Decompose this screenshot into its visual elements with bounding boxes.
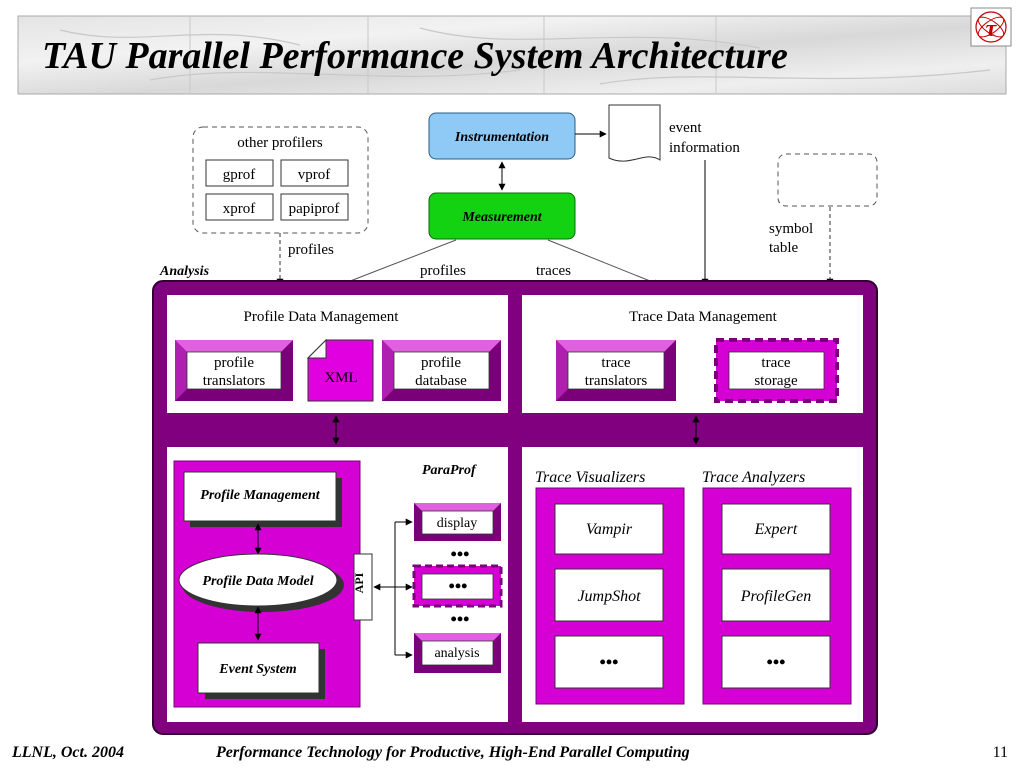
profile-data-management-panel: Profile Data Management profile translat… [167, 295, 508, 413]
traces-arrow [547, 239, 661, 286]
event-system-label: Event System [218, 662, 296, 677]
api-label: API [352, 572, 366, 593]
trace-analyzers-title: Trace Analyzers [702, 469, 805, 486]
vprof-label: vprof [298, 167, 331, 183]
visualizers-dots: ••• [600, 652, 619, 672]
gprof-label: gprof [223, 167, 256, 183]
dots-1: ••• [451, 544, 470, 564]
tau-logo: τ [970, 7, 1012, 47]
trace-translators-l2: translators [585, 373, 648, 389]
trace-dm-title: Trace Data Management [629, 309, 778, 325]
paraprof-panel: ParaProf Profile Management Profile Data… [167, 447, 508, 722]
trace-storage-l2: storage [754, 373, 798, 389]
xml-label: XML [324, 370, 357, 386]
analyzers-dots: ••• [767, 652, 786, 672]
event-label-2: information [669, 140, 740, 156]
profile-dm-title: Profile Data Management [244, 309, 400, 325]
expert-label: Expert [754, 521, 798, 538]
footer-center: Performance Technology for Productive, H… [215, 744, 690, 761]
profile-management-label: Profile Management [200, 488, 320, 503]
trace-translators-l1: trace [601, 355, 630, 371]
xprof-label: xprof [223, 201, 256, 217]
instrumentation-label: Instrumentation [454, 130, 549, 145]
slide-title: TAU Parallel Performance System Architec… [42, 35, 788, 77]
papiprof-label: papiprof [289, 201, 340, 217]
other-profilers-label: other profilers [237, 135, 323, 151]
analysis-label: Analysis [159, 264, 210, 279]
event-label-1: event [669, 120, 702, 136]
title-band: TAU Parallel Performance System Architec… [17, 15, 1007, 95]
dots-3: ••• [451, 609, 470, 629]
profilegen-label: ProfileGen [740, 588, 812, 605]
vampir-label: Vampir [586, 521, 633, 538]
display-label: display [437, 516, 477, 531]
jumpshot-label: JumpShot [577, 588, 641, 605]
paraprof-title: ParaProf [422, 463, 477, 478]
trace-tools-panel: Trace Visualizers Trace Analyzers Vampir… [522, 447, 863, 722]
event-document-icon [608, 104, 661, 162]
trace-visualizers-title: Trace Visualizers [535, 469, 645, 486]
measurement-label: Measurement [461, 210, 542, 225]
page-number: 11 [993, 744, 1008, 761]
profiles-edge-label: profiles [420, 263, 466, 279]
other-profilers-edge-label: profiles [288, 242, 334, 258]
profile-data-model-label: Profile Data Model [202, 574, 313, 589]
trace-data-management-panel: Trace Data Management trace translators … [522, 295, 863, 413]
analysis-box-label: analysis [434, 646, 479, 661]
profile-translators-l2: translators [203, 373, 266, 389]
footer-left: LLNL, Oct. 2004 [11, 744, 124, 761]
profile-database-l2: database [415, 373, 467, 389]
footer: LLNL, Oct. 2004 Performance Technology f… [11, 744, 1008, 761]
symbol-label-2: table [769, 240, 798, 256]
symbol-table-box [777, 153, 878, 207]
other-profilers-group: other profilers gprof vprof xprof papipr… [192, 126, 369, 234]
profile-database-l1: profile [421, 355, 461, 371]
profiles-arrow [339, 239, 457, 286]
traces-edge-label: traces [536, 263, 571, 279]
instrumentation-box: Instrumentation [428, 112, 576, 160]
trace-storage-l1: trace [761, 355, 790, 371]
dots-2: ••• [449, 576, 468, 596]
measurement-box: Measurement [428, 192, 576, 240]
symbol-label-1: symbol [769, 221, 813, 237]
logo-glyph: τ [986, 16, 998, 42]
profile-translators-l1: profile [214, 355, 254, 371]
